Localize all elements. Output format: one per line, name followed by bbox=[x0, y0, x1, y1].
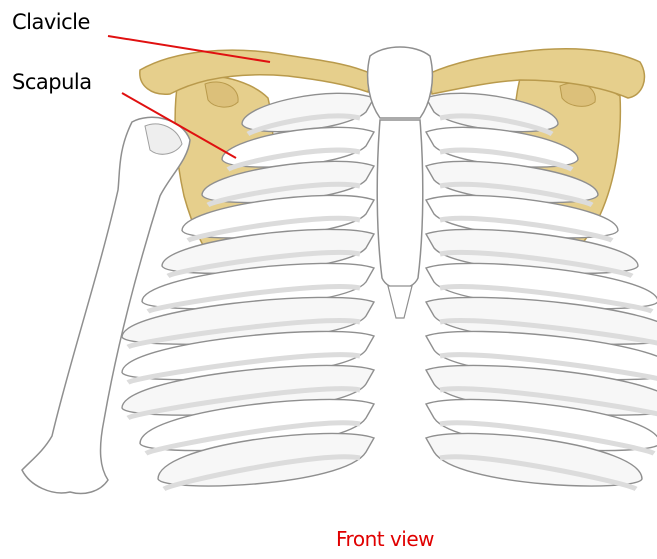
clavicle-label: Clavicle bbox=[12, 10, 90, 34]
scapula-label: Scapula bbox=[12, 70, 92, 94]
clavicle-left bbox=[140, 50, 372, 94]
front-view-caption: Front view bbox=[336, 527, 434, 551]
sternum-body bbox=[377, 120, 423, 289]
sternum bbox=[368, 47, 433, 318]
manubrium bbox=[368, 47, 433, 118]
xiphoid bbox=[388, 286, 412, 318]
